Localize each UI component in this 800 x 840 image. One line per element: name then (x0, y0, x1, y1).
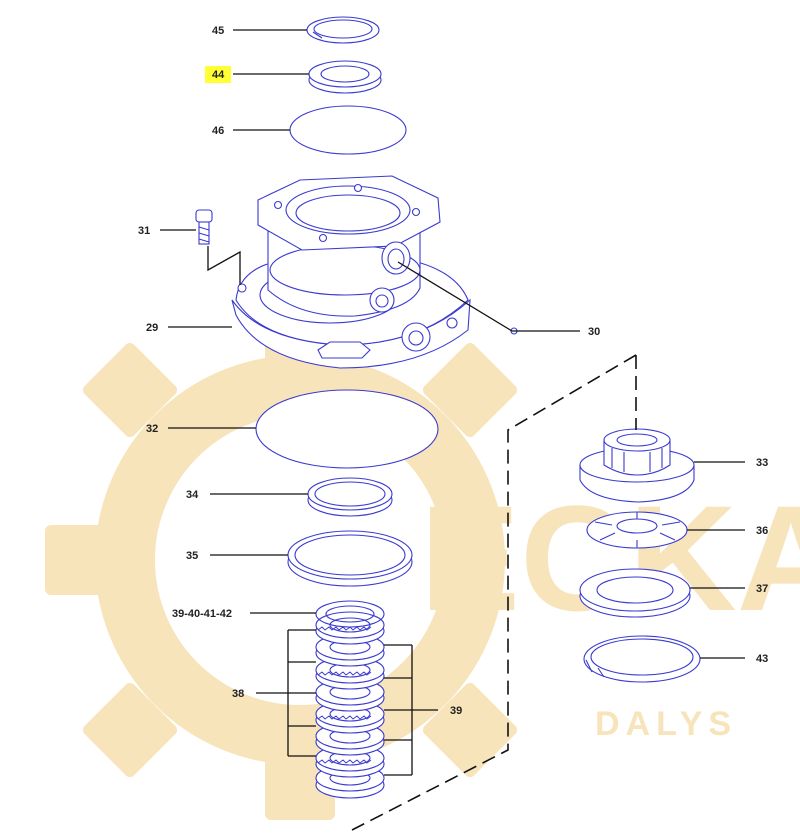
assembly-dashed-path (351, 354, 637, 831)
highlight-44 (205, 66, 231, 83)
disc-stack-plates (315, 600, 385, 799)
callout-34: 34 (186, 489, 199, 501)
part-36-spring (586, 511, 688, 549)
part-29-housing (231, 175, 471, 369)
watermark-brand: ECKA (420, 474, 800, 642)
watermark-sub: DALYS (595, 705, 737, 743)
part-46-o-ring (289, 105, 407, 155)
callout-45: 45 (212, 25, 224, 37)
callout-38: 38 (232, 688, 244, 700)
leader-lines (160, 29, 745, 776)
callout-30: 30 (588, 326, 600, 338)
part-32-o-ring (255, 389, 439, 469)
callout-46: 46 (212, 125, 224, 137)
callout-32: 32 (146, 423, 158, 435)
callout-29: 29 (146, 322, 158, 334)
disc-stack-teeth (317, 626, 372, 764)
callout-33: 33 (756, 457, 768, 469)
part-44-bearing (308, 60, 382, 94)
part-35-ring (287, 530, 413, 587)
watermark: ECKA DALYS (45, 300, 800, 820)
part-31-bolt (195, 209, 213, 245)
part-37-plate (579, 568, 691, 618)
housing-port (237, 241, 458, 352)
part-34-ring (307, 477, 393, 517)
callout-44: 44 (212, 69, 225, 81)
part-38-39-disc-stack (315, 600, 385, 799)
callout-37: 37 (756, 583, 768, 595)
callout-39: 39 (450, 705, 462, 717)
callout-39-40-41-42: 39-40-41-42 (172, 608, 232, 620)
callout-36: 36 (756, 525, 768, 537)
part-43-snap-ring (583, 635, 701, 683)
callout-31: 31 (138, 225, 150, 237)
callout-labels: 45 44 46 31 29 30 32 33 34 36 35 37 39-4… (138, 25, 768, 717)
part-33-hub (579, 428, 695, 503)
watermark-gear (45, 300, 518, 820)
callout-43: 43 (756, 653, 768, 665)
part-45-snap-ring (306, 16, 380, 44)
callout-35: 35 (186, 550, 198, 562)
